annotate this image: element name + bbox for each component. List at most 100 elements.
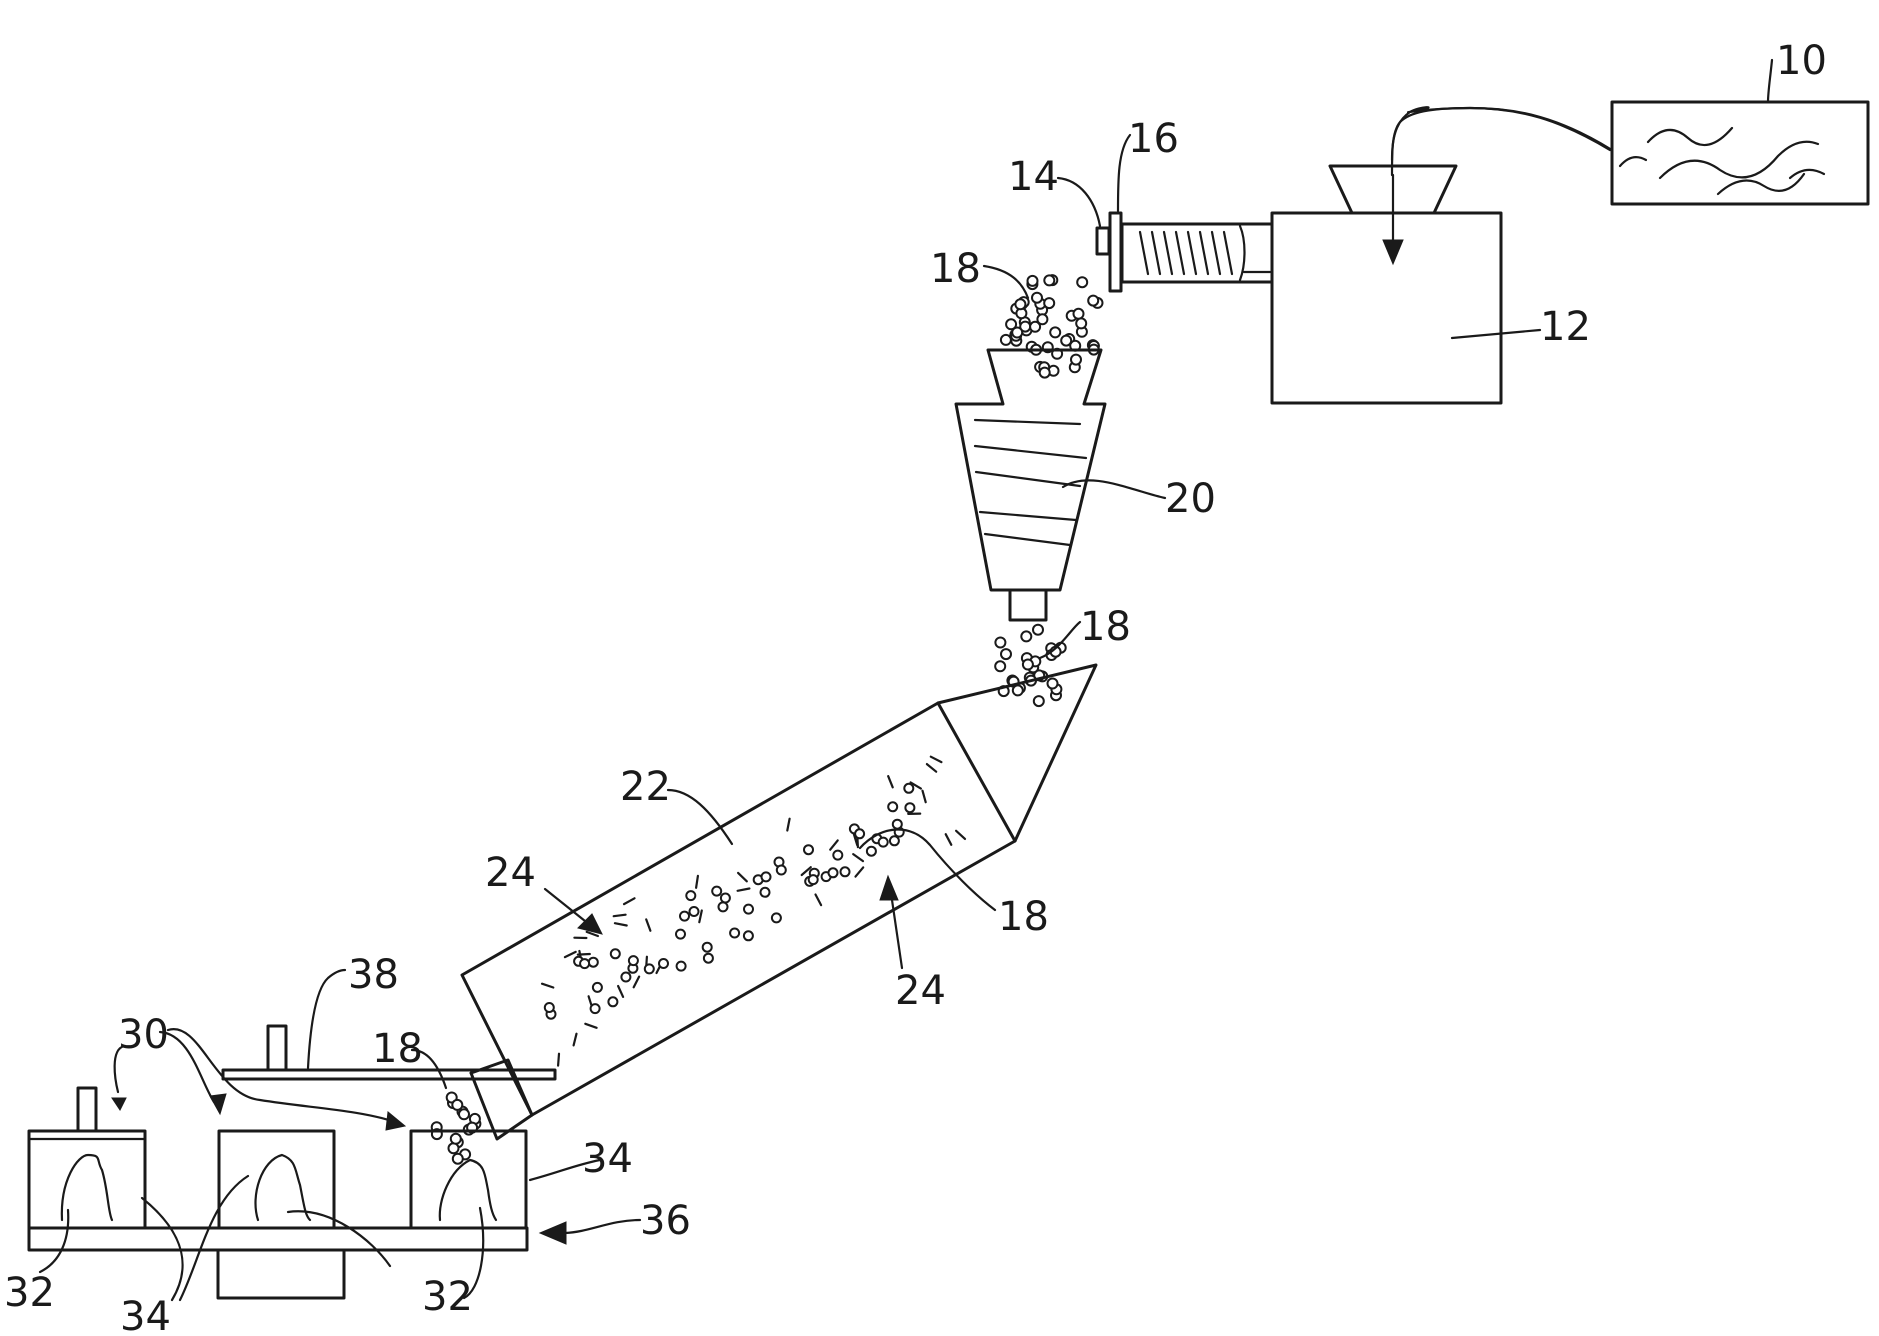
pellets-18-mid [995,625,1065,706]
pellet [1040,368,1050,378]
leader-18-top [984,266,1028,298]
drum-texture-mark [565,952,576,957]
pellet [1076,318,1086,328]
label-34-bottom: 34 [120,1294,171,1336]
pellet [761,888,770,897]
pellet [1048,679,1058,689]
pellet [905,803,914,812]
pellet [777,866,786,875]
pellet [744,931,753,940]
pellet [1032,293,1042,303]
pellet [904,784,913,793]
container-34-right [411,1131,526,1228]
pellet [452,1100,462,1110]
drum-texture-mark [696,876,698,888]
label-18-top: 18 [930,246,981,292]
pellet [580,959,589,968]
drum-texture-mark [618,986,623,997]
drum-texture-mark [634,977,639,988]
pellet [841,867,850,876]
pellet [744,905,753,914]
pellet [721,894,730,903]
leader-32-mid [288,1211,390,1266]
drum-texture-mark [585,1024,596,1028]
pellet [645,964,654,973]
label-24-left: 24 [485,850,536,896]
leader-34-bottom-b [180,1176,248,1300]
pellet [1021,631,1031,641]
drum-texture-mark [931,757,942,762]
extruder-12 [1122,166,1501,403]
pellet [659,959,668,968]
pellet [890,836,899,845]
drum-texture-mark [614,915,626,917]
pellet [545,1003,554,1012]
leader-32-left [40,1210,68,1272]
pellet [1012,328,1022,338]
drum-texture-mark [699,911,702,923]
leader-14 [1058,178,1100,226]
pellet [1013,685,1023,695]
drum-texture-mark [574,1034,577,1046]
pellet [867,847,876,856]
pellet [1071,355,1081,365]
drum-texture-mark [738,889,750,891]
pellet [829,868,838,877]
source-container-10 [1612,102,1868,204]
drum-texture-mark [542,984,553,988]
drum-texture-mark [558,1054,559,1066]
pellets-18-exit [432,1093,481,1164]
drum-texture-mark [830,840,838,849]
pellet [449,1143,459,1153]
pellet [1088,296,1098,306]
pellet [1001,649,1011,659]
drum-texture-mark [787,819,789,831]
pellet [680,912,689,921]
drum-texture-mark [946,834,952,845]
pellet [809,875,818,884]
pellet [589,958,598,967]
drum-texture-mark [624,898,635,904]
label-34-right: 34 [582,1136,633,1182]
pellet [712,887,721,896]
pellet [855,829,864,838]
pellet [730,929,739,938]
pellet [772,913,781,922]
pellet [690,907,699,916]
label-16: 16 [1128,116,1179,162]
pellets-18-top [1001,275,1103,378]
pellet [686,891,695,900]
leader-22 [668,790,732,844]
pellet [611,949,620,958]
pellet [762,872,771,881]
pellet [593,983,602,992]
pellet [591,1004,600,1013]
drum-texture-mark [853,854,863,861]
drum-texture-mark [738,873,747,881]
pellet [629,956,638,965]
pellet [1074,309,1084,319]
drum-texture-mark [856,867,864,876]
pellet [608,997,617,1006]
arrow-24-right [880,876,898,900]
drum-texture-mark [615,923,627,925]
pellet [677,962,686,971]
pellet [621,973,630,982]
leader-20 [1063,480,1165,498]
pellet [676,930,685,939]
pellet [833,851,842,860]
label-10: 10 [1776,38,1827,84]
label-30: 30 [118,1012,169,1058]
pellet [1077,277,1087,287]
pellet [1037,314,1047,324]
drum-texture-mark [923,791,926,803]
pellet [1028,276,1038,286]
pellet [879,838,888,847]
pellet [995,638,1005,648]
pellet [1001,335,1011,345]
label-24-right: 24 [895,968,946,1014]
pellet [1023,660,1033,670]
hopper-20 [956,350,1105,620]
pellet [703,943,712,952]
pellet [893,820,902,829]
